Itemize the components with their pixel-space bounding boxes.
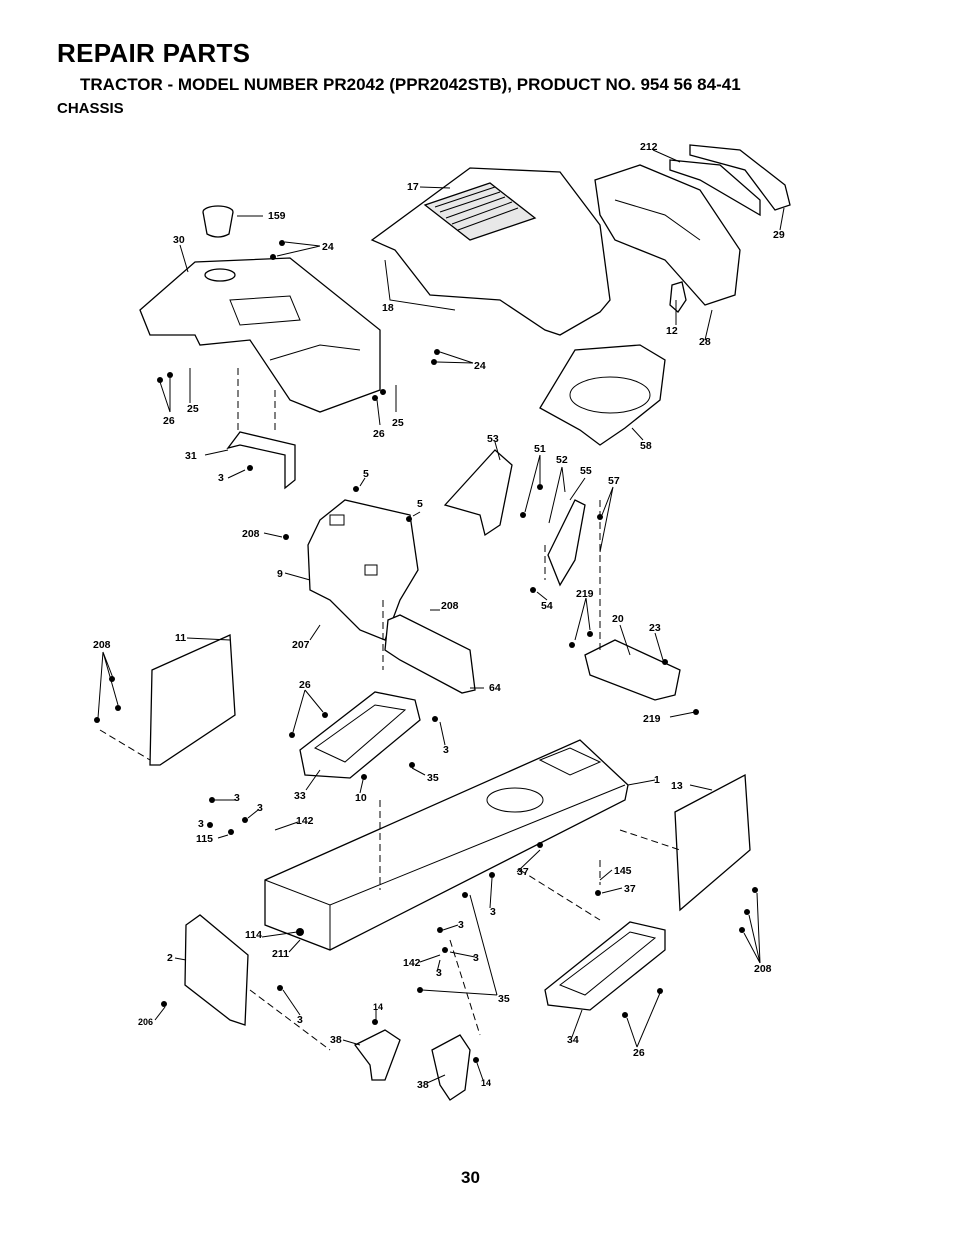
page-subtitle: TRACTOR - MODEL NUMBER PR2042 (PPR2042ST…: [80, 75, 741, 94]
callout-1: 1: [654, 774, 660, 786]
part-side-panel-left: [149, 634, 236, 766]
part-front-plate: [184, 914, 249, 1026]
part-lens: [669, 281, 687, 313]
callout-3: 3: [198, 818, 204, 830]
part-cup: [202, 205, 234, 238]
callout-28: 28: [699, 336, 711, 348]
callout-3: 3: [297, 1014, 303, 1026]
part-lever-bracket: [443, 449, 513, 537]
callout-3: 3: [443, 744, 449, 756]
callout-38: 38: [417, 1079, 429, 1091]
part-hood: [370, 167, 611, 336]
callout-58: 58: [640, 440, 652, 452]
part-grille-strips: [669, 144, 791, 217]
callout-26: 26: [373, 428, 385, 440]
part-footrest-left: [299, 691, 421, 779]
callout-labels: 2121715929302418122824262526255853315152…: [93, 141, 785, 1091]
callout-26: 26: [633, 1047, 645, 1059]
assembly-lines: [99, 368, 681, 1051]
callout-207: 207: [292, 639, 310, 651]
callout-10: 10: [355, 792, 367, 804]
callout-211: 211: [272, 948, 289, 960]
callout-208: 208: [93, 639, 111, 651]
callout-3: 3: [473, 952, 479, 964]
callout-14: 14: [481, 1078, 491, 1088]
leader-lines: [97, 149, 785, 1084]
callout-2: 2: [167, 952, 173, 964]
callout-23: 23: [649, 622, 661, 634]
callout-35: 35: [498, 993, 510, 1005]
callout-208: 208: [441, 600, 459, 612]
callout-25: 25: [187, 403, 199, 415]
callout-145: 145: [614, 865, 632, 877]
callout-24: 24: [474, 360, 486, 372]
callout-29: 29: [773, 229, 785, 241]
page-number: 30: [461, 1168, 480, 1187]
part-mount-plate: [584, 639, 681, 701]
callout-26: 26: [163, 415, 175, 427]
callout-26: 26: [299, 679, 311, 691]
callout-3: 3: [257, 802, 263, 814]
callout-212: 212: [640, 141, 658, 153]
callout-57: 57: [608, 475, 620, 487]
callout-3: 3: [436, 967, 442, 979]
callout-20: 20: [612, 613, 624, 625]
callout-208: 208: [754, 963, 772, 975]
callout-24: 24: [322, 241, 334, 253]
callout-51: 51: [534, 443, 546, 455]
callout-34: 34: [567, 1034, 579, 1046]
callout-52: 52: [556, 454, 568, 466]
callout-115: 115: [196, 833, 213, 845]
callout-3: 3: [458, 919, 464, 931]
callout-208: 208: [242, 528, 260, 540]
callout-54: 54: [541, 600, 553, 612]
callout-219: 219: [643, 713, 661, 725]
callout-159: 159: [268, 210, 286, 222]
callout-3: 3: [234, 792, 240, 804]
callout-17: 17: [407, 181, 419, 193]
part-pivot-bracket-left: [354, 1029, 401, 1081]
part-channel: [384, 614, 476, 694]
callout-30: 30: [173, 234, 185, 246]
part-grille-housing: [594, 164, 741, 306]
callout-206: 206: [138, 1017, 153, 1027]
callout-14: 14: [373, 1002, 383, 1012]
part-plate: [547, 499, 586, 587]
callout-9: 9: [277, 568, 283, 580]
callout-33: 33: [294, 790, 306, 802]
part-pivot-bracket-right: [431, 1034, 471, 1101]
callout-219: 219: [576, 588, 594, 600]
callout-11: 11: [175, 632, 186, 644]
page-title: REPAIR PARTS: [57, 38, 251, 68]
callout-37: 37: [624, 883, 636, 895]
callout-142: 142: [296, 815, 314, 827]
callout-3: 3: [218, 472, 224, 484]
callout-53: 53: [487, 433, 499, 445]
callout-114: 114: [245, 929, 262, 941]
callout-12: 12: [666, 325, 678, 337]
callout-31: 31: [185, 450, 197, 462]
part-dash-panel: [139, 257, 381, 413]
callout-142: 142: [403, 957, 421, 969]
hardware-fasteners: [94, 240, 758, 1063]
part-footrest-right: [544, 921, 666, 1011]
section-heading: CHASSIS: [57, 100, 124, 117]
callout-18: 18: [382, 302, 394, 314]
callout-38: 38: [330, 1034, 342, 1046]
callout-5: 5: [417, 498, 423, 510]
callout-5: 5: [363, 468, 369, 480]
callout-35: 35: [427, 772, 439, 784]
callout-3: 3: [490, 906, 496, 918]
callout-55: 55: [580, 465, 592, 477]
part-bracket: [226, 431, 296, 490]
callout-13: 13: [671, 780, 683, 792]
part-side-panel-right: [674, 773, 751, 912]
part-shield: [539, 344, 666, 446]
callout-25: 25: [392, 417, 404, 429]
part-steering-support: [307, 499, 419, 641]
callout-64: 64: [489, 682, 501, 694]
callout-37: 37: [517, 866, 529, 878]
part-main-frame: [264, 739, 629, 951]
